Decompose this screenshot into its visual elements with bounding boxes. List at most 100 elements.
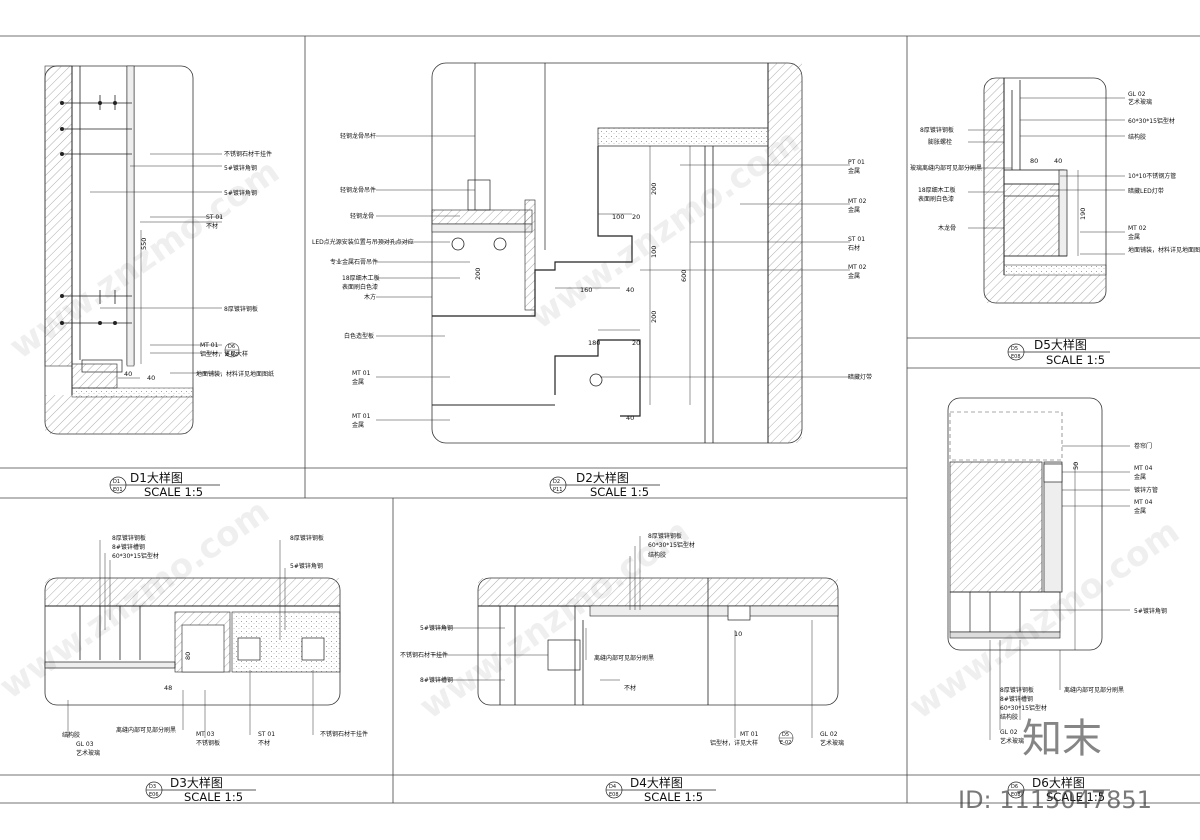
d6-tag: MT 04: [1134, 499, 1153, 506]
d2-tag: 金属: [848, 167, 860, 175]
d5-label: 金属: [1128, 233, 1140, 241]
d2-dim: 180: [588, 339, 600, 347]
d6-label: 8厚镀锌钢板: [1000, 686, 1034, 694]
d5-label: 8厚镀锌钢板: [920, 126, 954, 134]
d3-label: 8厚镀锌钢板: [112, 534, 146, 542]
watermark-id: ID: 1115047851: [958, 786, 1152, 814]
d2-label: 18厚细木工板: [342, 274, 380, 282]
d3-label: 离缝内部可见部分刷黑: [116, 726, 176, 734]
d6-tag: GL 02: [1000, 729, 1018, 736]
d3-label: 结构胶: [62, 731, 80, 739]
d4-label: 结构胶: [648, 551, 666, 559]
d1-dim-40a: 40: [124, 370, 132, 378]
detail-d4: 8厚镀锌钢板 60*30*15铝型材 结构胶 5#镀锌角钢 不锈钢石材干挂件 8…: [400, 532, 844, 747]
title-d3-scale: SCALE 1:5: [184, 790, 243, 804]
title-d1-scale: SCALE 1:5: [144, 485, 203, 499]
d2-tag: ST 01: [848, 236, 865, 243]
d6-label: 金属: [1134, 507, 1146, 515]
d2-dim: 200: [650, 311, 658, 323]
title-d1-name: D1大样图: [130, 470, 183, 485]
d4-label: 不材: [624, 684, 636, 692]
d1-tag: ST 01: [206, 214, 223, 221]
detail-d6: 卷帘门 MT 04 金属 镀锌方管 MT 04 金属 5#镀锌角钢 8厚镀锌钢板…: [947, 397, 1167, 745]
d4-label: 铝型材，详见大样: [710, 739, 758, 747]
d2-tag: 金属: [352, 378, 364, 386]
d1-dim-550: 550: [140, 238, 148, 250]
d4-label: 不锈钢石材干挂件: [400, 651, 448, 659]
d4-tag: GL 02: [820, 731, 838, 738]
d5-label: 艺术玻璃: [1128, 98, 1152, 106]
d2-tag: MT 01: [352, 413, 371, 420]
d2-tag: 金属: [848, 206, 860, 214]
d4-label: 5#镀锌角钢: [420, 624, 453, 632]
title-d4-ref-top: D4: [609, 784, 616, 790]
title-d1-ref-bottom: E01: [113, 487, 123, 493]
d6-label: 8#镀锌槽钢: [1000, 695, 1033, 703]
d1-tag: MT 01: [200, 342, 219, 349]
d6-label: 艺术玻璃: [1000, 737, 1024, 745]
d5-label: 60*30*15铝型材: [1128, 117, 1175, 125]
sheet-frame: [0, 35, 1200, 804]
title-d5: D5 E08 D5大样图 SCALE 1:5: [1007, 337, 1110, 367]
d2-tag: PT 01: [848, 159, 865, 166]
d6-label: 离缝内部可见部分刷黑: [1064, 686, 1124, 694]
d3-label: 不材: [258, 739, 270, 747]
title-d2-scale: SCALE 1:5: [590, 485, 649, 499]
d3-label: 60*30*15铝型材: [112, 552, 159, 560]
title-d2-name: D2大样图: [576, 470, 629, 485]
d5-dim: 40: [1054, 157, 1062, 165]
d5-label: 膨胀螺栓: [928, 138, 952, 146]
d1-tag: 不材: [206, 222, 218, 230]
d4-ref: D5: [782, 732, 789, 738]
d2-dim: 100: [612, 213, 624, 221]
title-d4-scale: SCALE 1:5: [644, 790, 703, 804]
d2-label: 轻钢龙骨吊杆: [340, 132, 376, 140]
d5-dim: 190: [1079, 208, 1087, 220]
d3-label: 艺术玻璃: [76, 749, 100, 757]
d6-label: 60*30*15铝型材: [1000, 704, 1047, 712]
d2-dim: 20: [632, 339, 640, 347]
d1-label: 不锈钢石材干挂件: [224, 150, 272, 158]
title-d5-ref-bottom: E08: [1011, 354, 1021, 360]
d2-dim: 40: [626, 286, 634, 294]
d4-label: 8#镀锌槽钢: [420, 676, 453, 684]
title-d3-ref-bottom: E06: [149, 792, 159, 798]
detail-d2: 轻钢龙骨吊杆 轻钢龙骨吊件 轻钢龙骨 LED点光源安装位置与吊顶对孔点对应 专业…: [312, 62, 872, 444]
title-d4-name: D4大样图: [630, 775, 683, 790]
title-d2-ref-top: D2: [553, 479, 560, 485]
title-d1-ref-top: D1: [113, 479, 120, 485]
title-d5-scale: SCALE 1:5: [1046, 353, 1105, 367]
d6-label: 结构胶: [1000, 713, 1018, 721]
d2-tag: 石材: [848, 244, 860, 252]
d4-label: 8厚镀锌钢板: [648, 532, 682, 540]
d1-dim-40b: 40: [147, 374, 155, 382]
title-d4-ref-bottom: E08: [609, 792, 619, 798]
title-d6-scale: SCALE 1:5: [1046, 790, 1105, 804]
d3-label: 不锈钢石材干挂件: [320, 730, 368, 738]
d2-label: 白色造型板: [344, 332, 374, 340]
d2-label: 轻钢龙骨: [350, 212, 374, 220]
d2-label: 表面刷白色漆: [342, 283, 378, 291]
d5-dim: 80: [1030, 157, 1038, 165]
title-d6-ref-top: D6: [1011, 784, 1018, 790]
d3-label: 8#镀锌槽钢: [112, 543, 145, 551]
d2-dim: 20: [632, 213, 640, 221]
d5-label: 地面铺装，材料详见地面图纸: [1128, 246, 1200, 254]
title-d3-name: D3大样图: [170, 775, 223, 790]
title-d6: D6 E08 D6大样图 SCALE 1:5: [1007, 775, 1110, 804]
d5-label: 18厚细木工板: [918, 186, 956, 194]
title-d5-ref-top: D5: [1011, 346, 1018, 352]
watermark-site: www.znzmo.com: [522, 121, 807, 337]
d2-tag: 金属: [848, 272, 860, 280]
d5-tag: MT 02: [1128, 225, 1147, 232]
title-d2-ref-bottom: P11: [553, 487, 562, 493]
title-d5-name: D5大样图: [1034, 337, 1087, 352]
d4-tag: MT 01: [740, 731, 759, 738]
d2-dim: 160: [580, 286, 592, 294]
d3-label: 不锈钢板: [196, 739, 220, 747]
d1-ref: E-02: [226, 352, 237, 358]
d5-label: 木龙骨: [938, 224, 956, 232]
d2-dim: 200: [650, 183, 658, 195]
title-d2: D2 P11 D2大样图 SCALE 1:5: [549, 470, 660, 499]
